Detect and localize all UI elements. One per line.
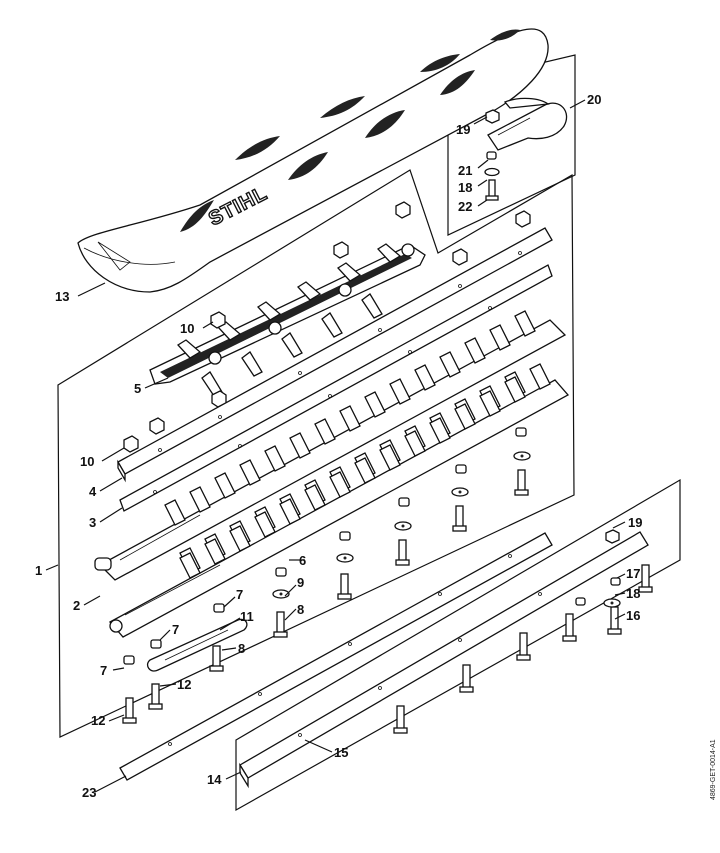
callout-4: 4 <box>89 484 97 499</box>
callout-8a: 8 <box>297 602 304 617</box>
guide-bar-23 <box>119 532 553 781</box>
callout-10b: 10 <box>80 454 94 469</box>
callout-10a: 10 <box>180 321 194 336</box>
guard-rail-14 <box>239 531 649 789</box>
cutting-blade-lower <box>108 363 570 638</box>
callout-7a: 7 <box>236 587 243 602</box>
group-14-frame <box>235 478 681 812</box>
spacer-sleeve <box>123 427 527 665</box>
callout-7b: 7 <box>172 622 179 637</box>
callout-5: 5 <box>134 381 141 396</box>
drawing-code: 4869-GET-0014-A1 <box>710 739 717 800</box>
callout-16: 16 <box>626 608 640 623</box>
callout-2: 2 <box>73 598 80 613</box>
callout-11: 11 <box>240 609 254 624</box>
callout-17: 17 <box>626 566 640 581</box>
callout-19b: 19 <box>628 515 642 530</box>
callout-18a: 18 <box>458 180 472 195</box>
slotted-link-plate <box>146 618 248 672</box>
callout-labels: 13 10 5 10 4 3 1 2 6 9 8 7 11 7 8 7 12 1… <box>35 92 642 800</box>
blade-tip-guard <box>487 97 568 151</box>
hex-nut <box>123 201 531 453</box>
callout-8b: 8 <box>238 641 245 656</box>
callout-13: 13 <box>55 289 69 304</box>
blade-guard: STIHL <box>77 28 549 293</box>
group-1-frame <box>57 169 575 738</box>
callout-14: 14 <box>207 772 222 787</box>
callout-19a: 19 <box>456 122 470 137</box>
callout-12a: 12 <box>177 677 191 692</box>
guide-bar-lower <box>119 264 553 512</box>
leader-lines <box>45 99 626 793</box>
bolt <box>122 469 529 724</box>
guide-bar-upper <box>117 227 553 483</box>
callout-18b: 18 <box>626 586 640 601</box>
callout-1: 1 <box>35 563 42 578</box>
callout-20: 20 <box>587 92 601 107</box>
callout-22: 22 <box>458 199 472 214</box>
rail-bolts <box>393 529 653 734</box>
support-plate <box>149 243 426 397</box>
callout-7c: 7 <box>100 663 107 678</box>
callout-12b: 12 <box>91 713 105 728</box>
callout-9: 9 <box>297 575 304 590</box>
callout-23: 23 <box>82 785 96 800</box>
callout-15: 15 <box>334 745 348 760</box>
callout-3: 3 <box>89 515 96 530</box>
callout-6: 6 <box>299 553 306 568</box>
callout-21: 21 <box>458 163 472 178</box>
washer <box>272 451 531 599</box>
tip-guard-parts <box>484 109 500 201</box>
